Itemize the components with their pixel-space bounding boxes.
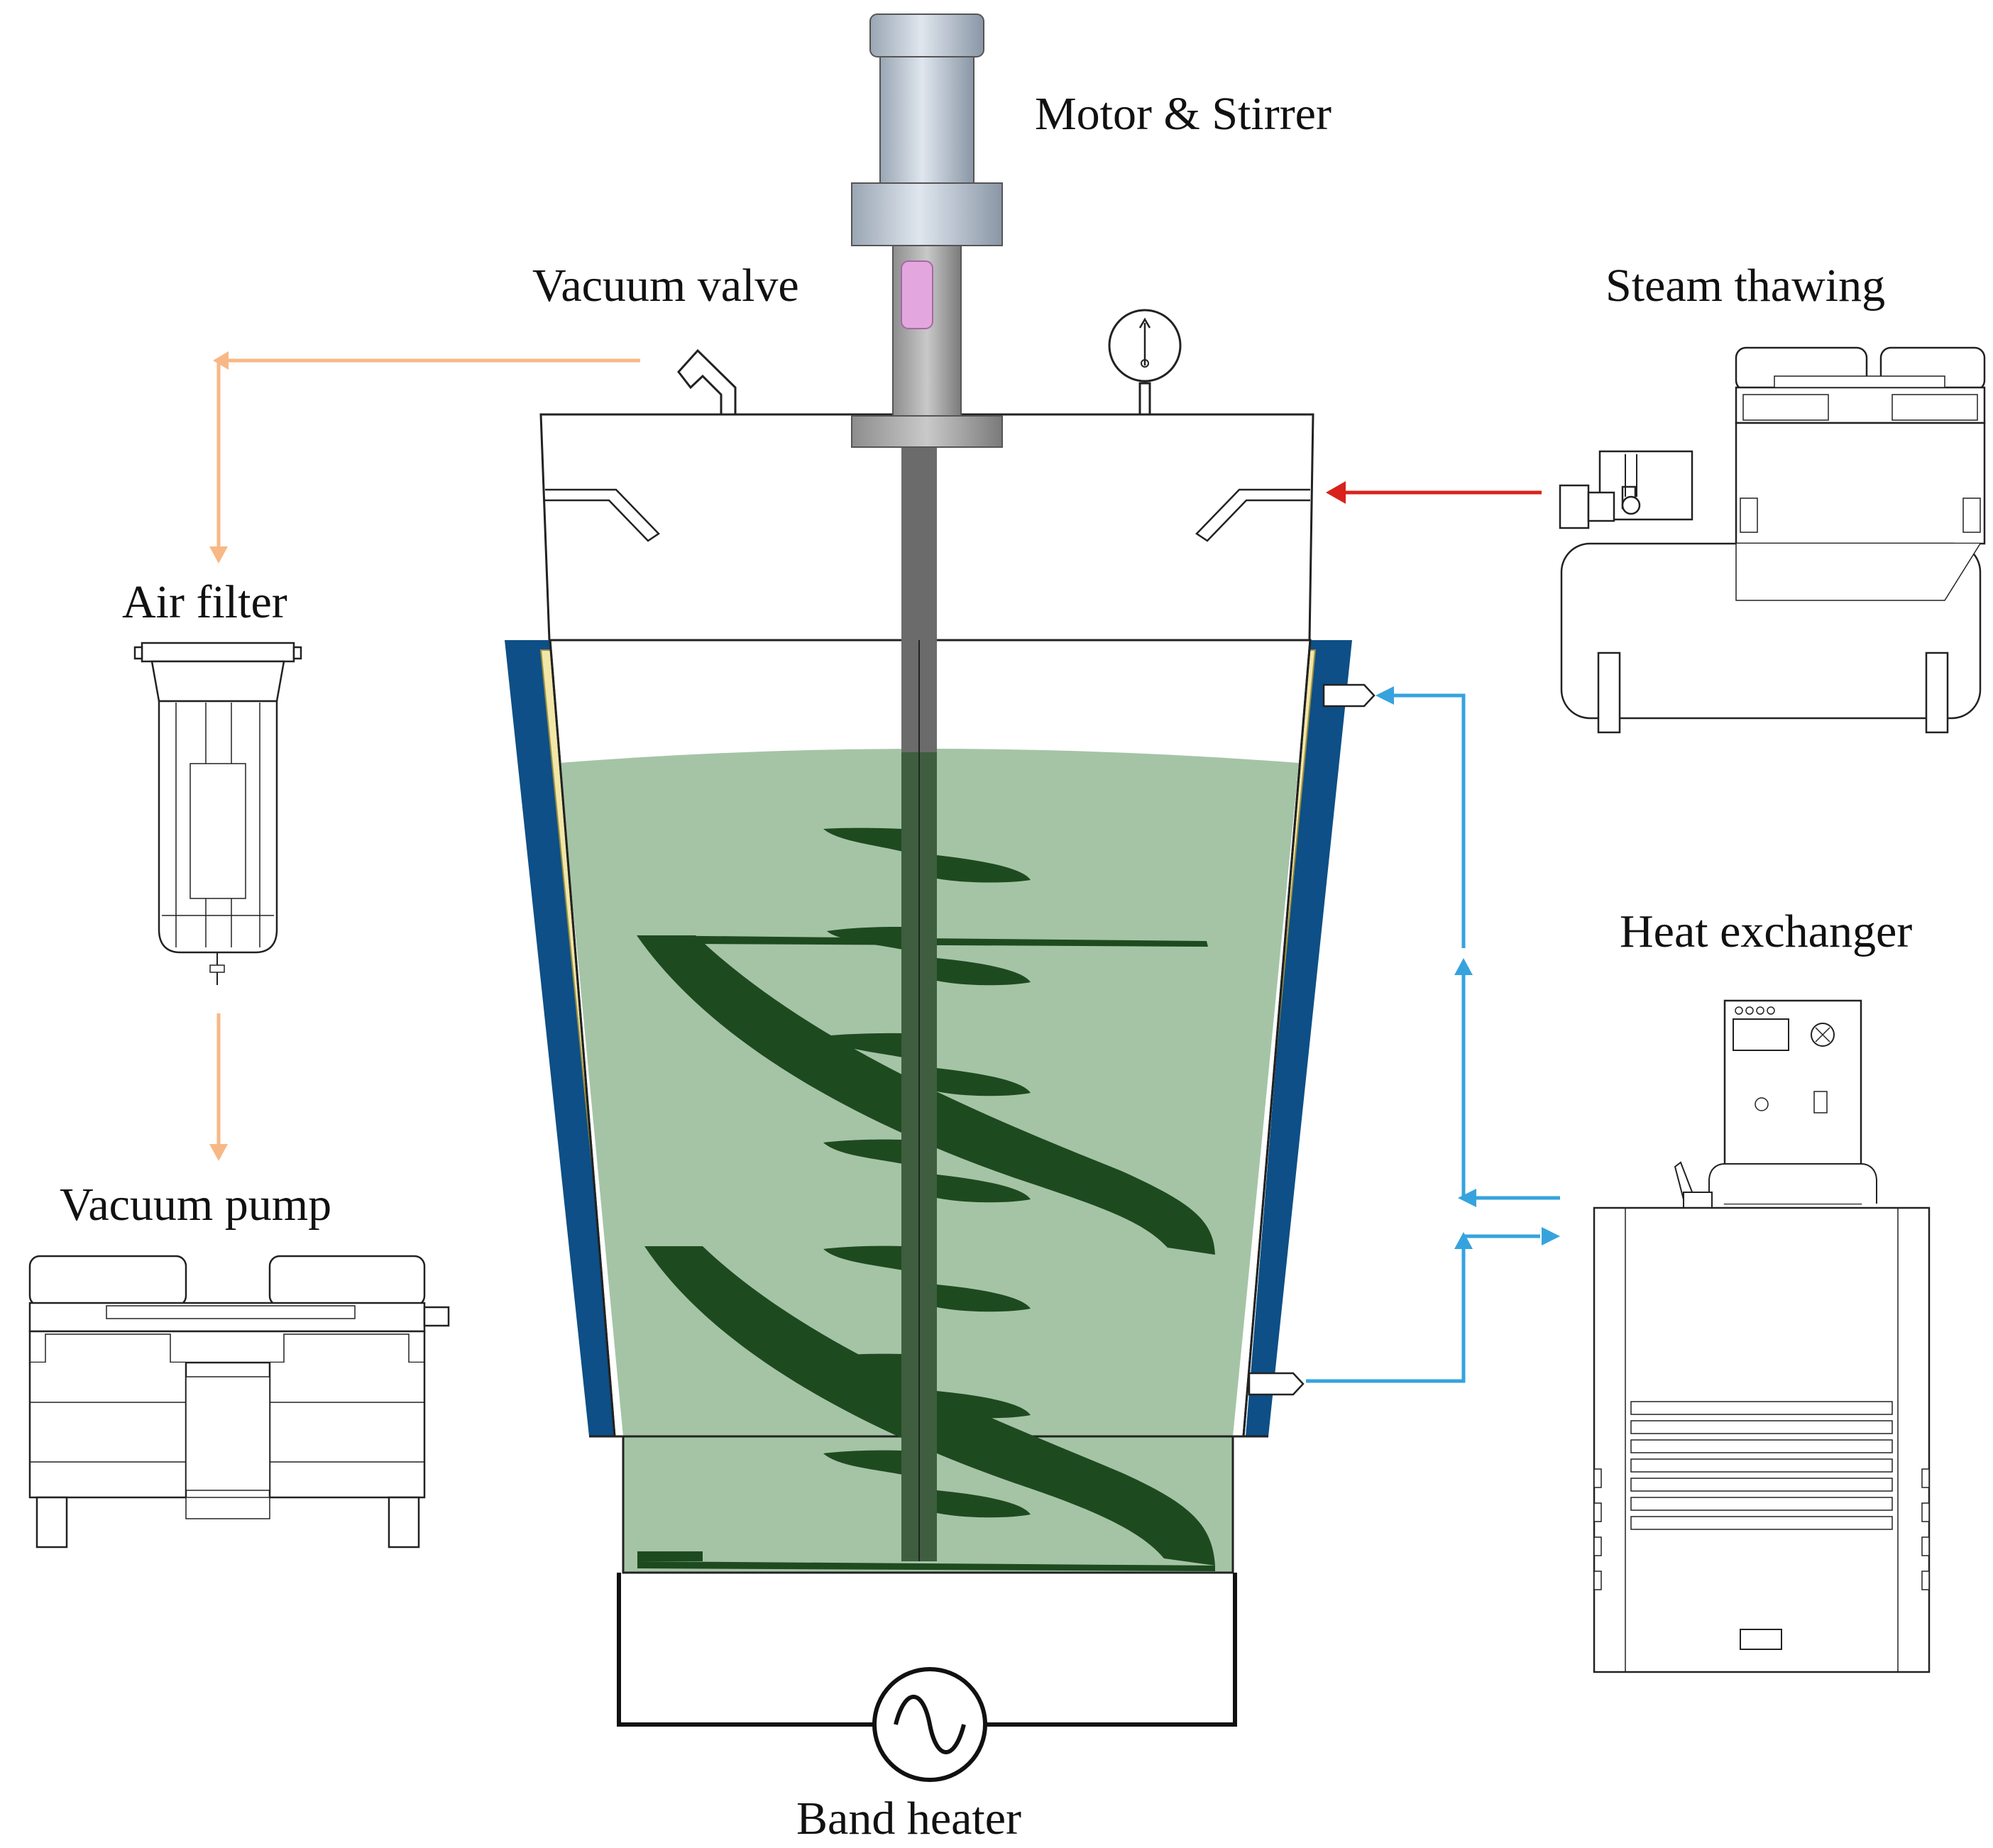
heat-exchanger-icon: [1593, 999, 1931, 1673]
vacuum-arrowheads: [209, 351, 229, 1161]
steam-line: [1326, 481, 1542, 504]
vacuum-valve-port: [677, 348, 737, 416]
label-motor-stirrer: Motor & Stirrer: [1035, 88, 1332, 140]
band-heater-circuit: [617, 1573, 1237, 1782]
pressure-gauge-icon: [1108, 309, 1182, 416]
motor-icon: [851, 13, 1003, 448]
label-steam-thawing: Steam thawing: [1605, 260, 1886, 312]
label-vacuum-valve: Vacuum valve: [532, 260, 799, 312]
steam-generator-icon: [1559, 346, 1986, 734]
label-heat-exchanger: Heat exchanger: [1620, 906, 1913, 957]
label-band-heater: Band heater: [796, 1793, 1022, 1844]
water-lines: [1306, 693, 1560, 1383]
water-nozzles: [1248, 683, 1376, 1396]
label-air-filter: Air filter: [122, 576, 287, 628]
air-filter-icon: [133, 642, 302, 985]
label-vacuum-pump: Vacuum pump: [60, 1179, 332, 1231]
water-arrowheads: [1376, 686, 1560, 1249]
vacuum-line: [215, 357, 640, 1160]
vacuum-pump-icon: [28, 1255, 450, 1549]
stirrer-shaft: [901, 447, 937, 1561]
